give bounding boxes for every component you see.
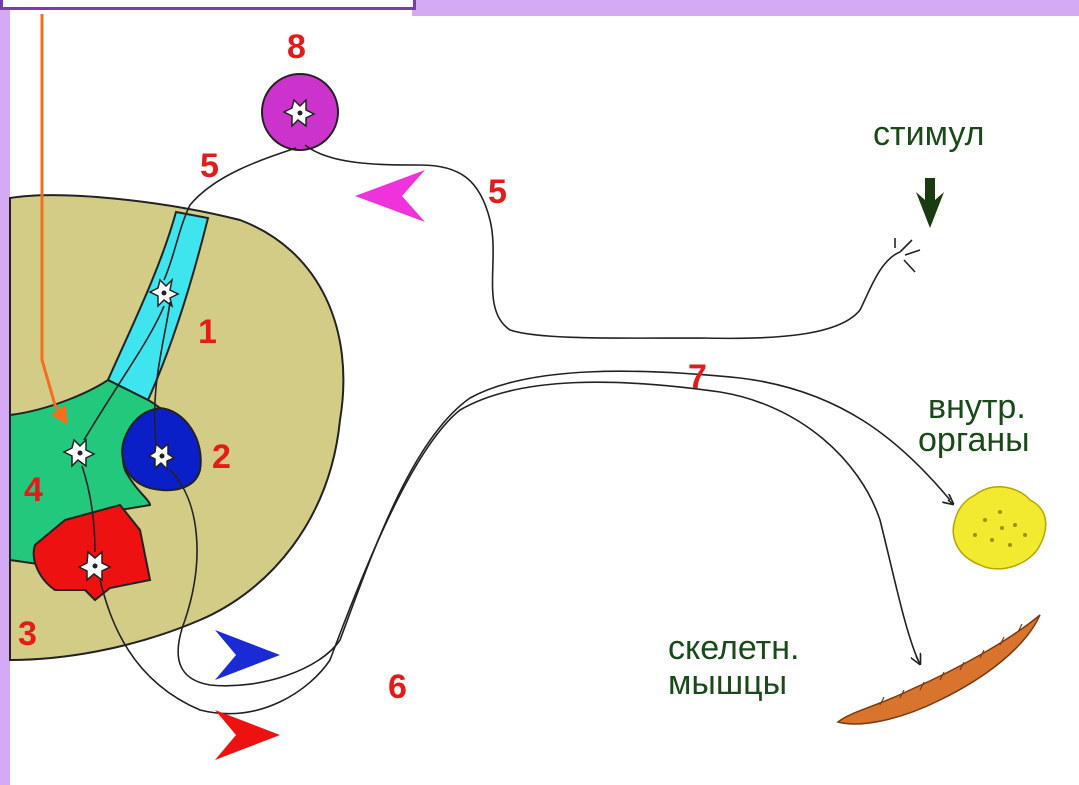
- label-5-afferent: 5: [488, 173, 507, 211]
- label-stimulus: стимул: [873, 115, 984, 153]
- internal-organ: [953, 487, 1045, 569]
- sensory-neuron-nucleus: [162, 291, 167, 296]
- label-skeletal-muscles-2: мышцы: [668, 664, 787, 702]
- label-1-sensory: 1: [198, 313, 217, 351]
- label-internal-organs-2: органы: [918, 421, 1030, 459]
- label-2-autonomic: 2: [212, 438, 231, 476]
- afferent-fibre: [305, 145, 900, 338]
- label-6-efferent: 6: [388, 668, 407, 706]
- autonomic-neuron-nucleus: [160, 454, 165, 459]
- label-3-motor: 3: [18, 615, 37, 653]
- interneuron-nucleus: [78, 451, 83, 456]
- ganglion-neuron-nucleus: [298, 111, 303, 116]
- label-8-ganglion: 8: [287, 28, 306, 66]
- autonomic-direction-arrow: [215, 630, 280, 680]
- motor-direction-arrow: [215, 710, 280, 760]
- stimulus-arrow: [916, 178, 944, 228]
- label-4-interneuron: 4: [24, 471, 43, 509]
- afferent-direction-arrow: [355, 170, 425, 222]
- organ-arrowhead: [948, 500, 953, 504]
- label-5-dorsal-root: 5: [200, 147, 219, 185]
- motor-neuron-nucleus: [93, 564, 98, 569]
- label-7-efferent: 7: [688, 358, 707, 396]
- skeletal-muscle: [838, 615, 1040, 724]
- muscle-arrowhead: [916, 656, 920, 664]
- label-skeletal-muscles-1: скелетн.: [668, 629, 799, 667]
